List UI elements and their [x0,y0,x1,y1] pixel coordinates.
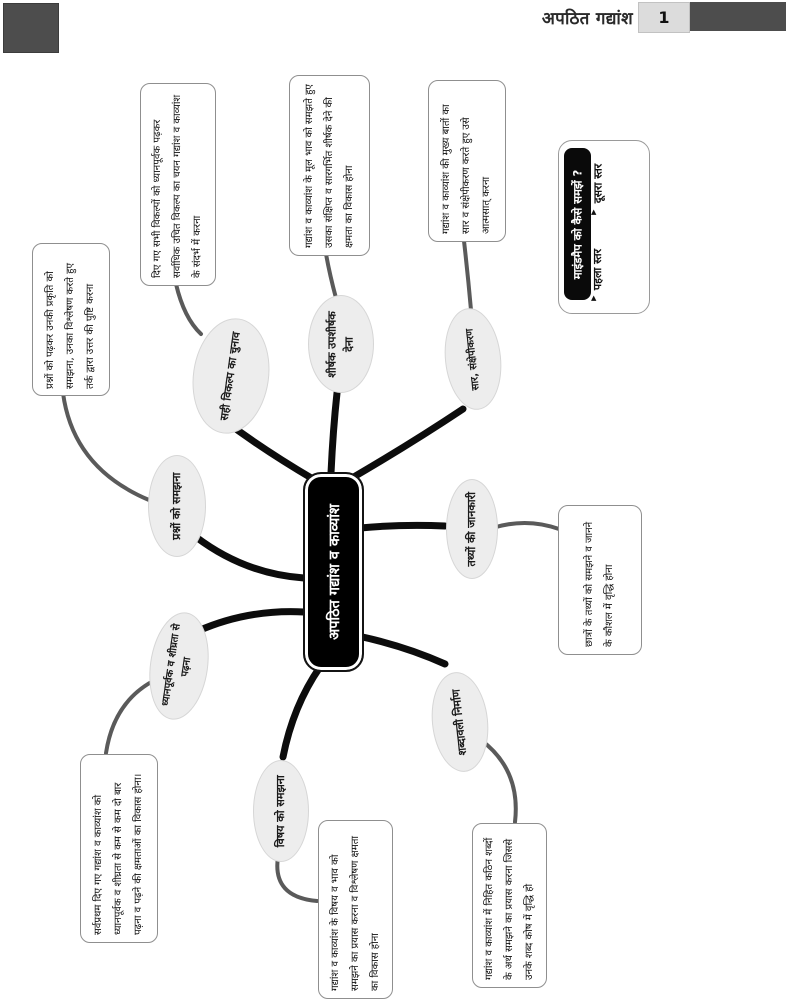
detail-text: गद्यांश व काव्यांश के विषय व भाव को समझन… [329,835,381,991]
page-title: अपठित गद्यांश [541,9,633,29]
detail-text: सर्वप्रथम दिए गए गद्यांश व काव्यांश को ध… [93,773,144,935]
legend-item-label: दूसरा स्तर [591,163,605,203]
detail-box-prashn: प्रश्नों को पढ़कर उनकी प्रकृति को समझना,… [32,243,110,396]
branch-node-label: सार, संक्षेपीकरण [464,327,482,391]
detail-text: गद्यांश व काव्यांश में निहित कठिन शब्दों… [483,837,535,980]
legend-title-bar: माइंडमैप को कैसे समझें ? [564,148,591,300]
legend-title: माइंडमैप को कैसे समझें ? [570,169,585,279]
branch-node-shirshak: शीर्षक उपशीर्षक देना [308,295,374,393]
branch-node-label: शीर्षक उपशीर्षक देना [325,310,356,378]
legend-item-label: पहला स्तर [591,248,605,290]
detail-box-sahi-vikalp: दिए गए सभी विकल्पों को ध्यानपूर्वक पढ़कर… [140,83,216,286]
detail-text: गद्यांश व काव्यांश के मूल भाव को समझते ह… [303,83,355,248]
branch-node-label: प्रश्नों को समझना [169,472,183,540]
detail-box-tathya: छात्रों के तथ्यों को समझने व जानने के कौ… [558,505,642,655]
detail-box-shirshak: गद्यांश व काव्यांश के मूल भाव को समझते ह… [289,75,370,256]
legend-marker-icon: ▲ [591,208,597,216]
detail-box-vishay: गद्यांश व काव्यांश के विषय व भाव को समझन… [318,820,393,999]
detail-box-shabdavali: गद्यांश व काव्यांश में निहित कठिन शब्दों… [472,823,547,988]
branch-node-label: तथ्यों की जानकारी [464,491,478,567]
detail-text: गद्यांश व काव्यांश की मुख्य बातों का सार… [441,104,492,234]
legend-item-second-level: दूसरा स्तर [588,152,608,214]
first-level-branches [192,389,467,761]
central-node-label: अपठित गद्यांश व काव्यांश [326,504,343,640]
branch-node-label: ध्यानपूर्वक व शीघ्रता से पढ़ना [160,623,194,707]
legend-marker-icon: ▲ [591,294,597,302]
page-number-badge: 1 [638,2,690,33]
central-node: अपठित गद्यांश व काव्यांश [303,472,364,672]
branch-node-vishay: विषय को समझना [253,760,309,862]
detail-text: छात्रों के तथ्यों को समझने व जानने के कौ… [584,521,615,647]
branch-node-tathya: तथ्यों की जानकारी [446,479,498,579]
branch-node-label: सही विकल्प का चुनाव [217,330,243,422]
corner-block [3,3,59,53]
header-bar [690,2,786,31]
branch-node-label: विषय को समझना [273,775,287,847]
detail-text: दिए गए सभी विकल्पों को ध्यानपूर्वक पढ़कर… [152,94,203,278]
detail-box-saar: गद्यांश व काव्यांश की मुख्य बातों का सार… [428,80,506,242]
legend-item-first-level: पहला स्तर [588,238,608,300]
branch-node-label: शब्दावली निर्माण [449,688,470,756]
detail-text: प्रश्नों को पढ़कर उनकी प्रकृति को समझना,… [45,262,96,389]
branch-node-prashn: प्रश्नों को समझना [148,455,206,557]
detail-box-dhyanpurvak: सर्वप्रथम दिए गए गद्यांश व काव्यांश को ध… [80,754,158,943]
